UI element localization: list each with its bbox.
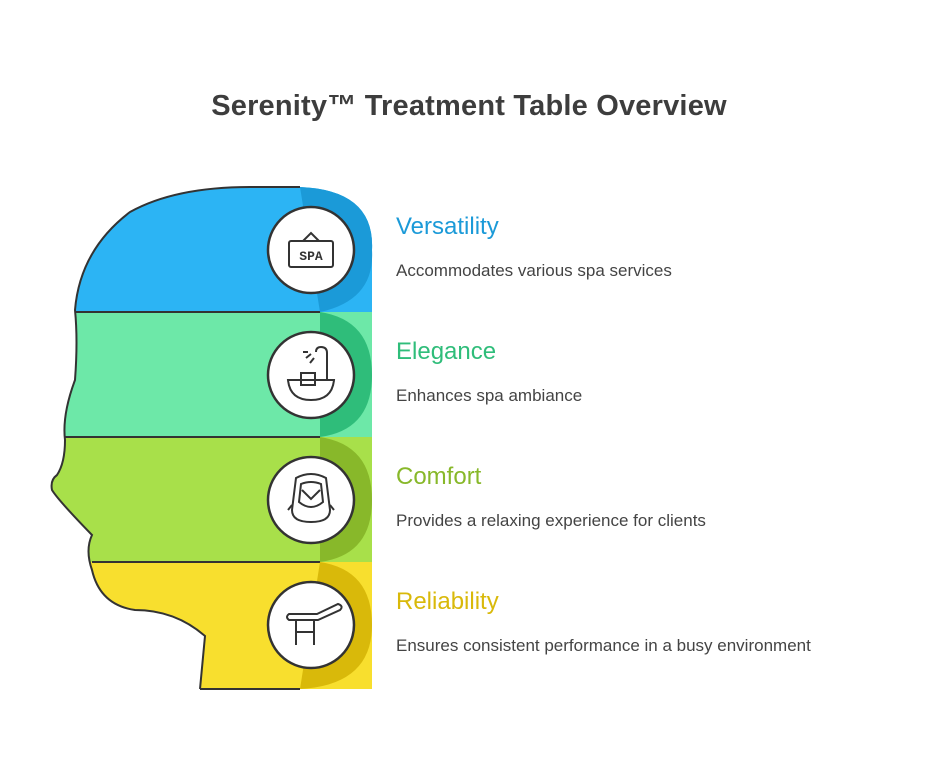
icon-circle-reliability (266, 580, 356, 670)
feature-description: Accommodates various spa services (396, 261, 672, 280)
icon-circle-comfort (266, 455, 356, 545)
icon-circle-elegance (266, 330, 356, 420)
feature-title: Versatility (396, 213, 499, 240)
feature-title: Reliability (396, 588, 499, 615)
padded-seat-icon (287, 473, 335, 524)
shower-bath-icon (286, 345, 336, 402)
feature-reliability: Reliability Ensures consistent performan… (396, 588, 811, 656)
spa-sign-icon: SPA (288, 231, 334, 268)
feature-title: Elegance (396, 338, 497, 365)
feature-elegance: Elegance Enhances spa ambiance (396, 338, 582, 406)
feature-description: Enhances spa ambiance (396, 386, 583, 405)
feature-title: Comfort (396, 463, 482, 490)
icon-circle-versatility: SPA (266, 205, 356, 295)
feature-description: Provides a relaxing experience for clien… (396, 511, 706, 530)
page-title: Serenity™ Treatment Table Overview (211, 90, 727, 122)
feature-comfort: Comfort Provides a relaxing experience f… (396, 463, 706, 531)
feature-versatility: Versatility Accommodates various spa ser… (396, 213, 672, 281)
spa-sign-text: SPA (299, 249, 323, 264)
feature-description: Ensures consistent performance in a busy… (396, 636, 811, 655)
treatment-table-icon (286, 602, 343, 645)
